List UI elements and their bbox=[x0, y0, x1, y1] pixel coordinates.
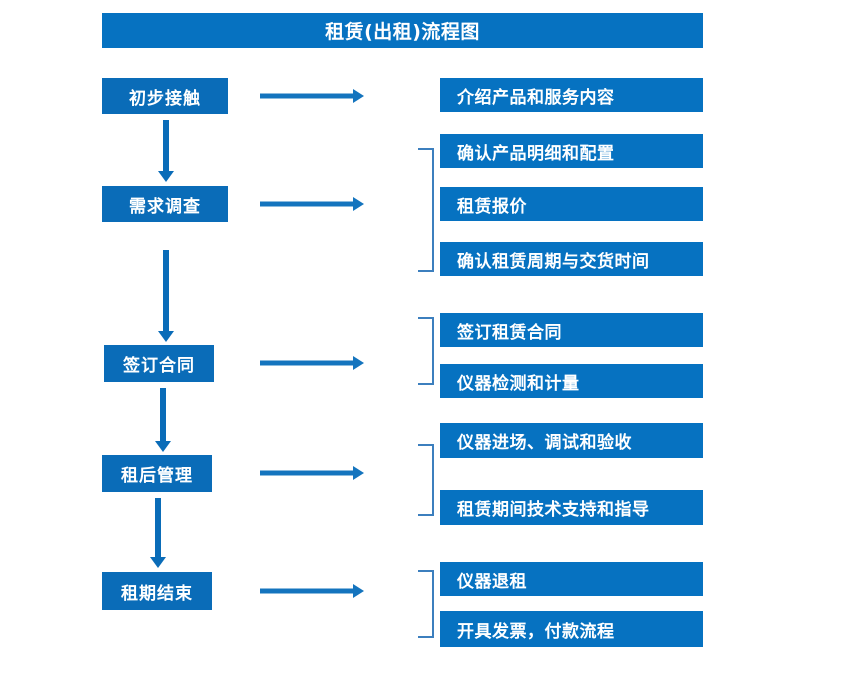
horizontal-arrow-4 bbox=[260, 465, 364, 481]
detail-box-10[interactable]: 开具发票，付款流程 bbox=[440, 611, 703, 647]
detail-box-5[interactable]: 签订租赁合同 bbox=[440, 313, 703, 347]
group-bracket-5 bbox=[418, 570, 434, 638]
stage-box-2[interactable]: 需求调查 bbox=[102, 186, 228, 222]
stage-box-1[interactable]: 初步接触 bbox=[102, 78, 228, 114]
horizontal-arrow-1 bbox=[260, 88, 364, 104]
detail-box-1[interactable]: 介绍产品和服务内容 bbox=[440, 78, 703, 112]
stage-box-3[interactable]: 签订合同 bbox=[104, 345, 214, 382]
detail-box-7[interactable]: 仪器进场、调试和验收 bbox=[440, 423, 703, 458]
detail-box-6[interactable]: 仪器检测和计量 bbox=[440, 364, 703, 398]
horizontal-arrow-3 bbox=[260, 355, 364, 371]
stage-box-4[interactable]: 租后管理 bbox=[102, 455, 212, 492]
vertical-arrow-1-to-2 bbox=[155, 120, 177, 182]
vertical-arrow-2-to-3 bbox=[155, 250, 177, 342]
horizontal-arrow-2 bbox=[260, 196, 364, 212]
horizontal-arrow-5 bbox=[260, 583, 364, 599]
vertical-arrow-3-to-4 bbox=[152, 388, 174, 452]
detail-box-3[interactable]: 租赁报价 bbox=[440, 187, 703, 221]
detail-box-4[interactable]: 确认租赁周期与交货时间 bbox=[440, 242, 703, 276]
group-bracket-4 bbox=[418, 444, 434, 516]
vertical-arrow-4-to-5 bbox=[147, 498, 169, 568]
detail-box-9[interactable]: 仪器退租 bbox=[440, 562, 703, 596]
stage-box-5[interactable]: 租期结束 bbox=[102, 572, 212, 610]
detail-box-2[interactable]: 确认产品明细和配置 bbox=[440, 134, 703, 168]
page-title: 租赁(出租)流程图 bbox=[102, 13, 703, 48]
detail-box-8[interactable]: 租赁期间技术支持和指导 bbox=[440, 490, 703, 525]
group-bracket-3 bbox=[418, 317, 434, 385]
group-bracket-2 bbox=[418, 148, 434, 272]
